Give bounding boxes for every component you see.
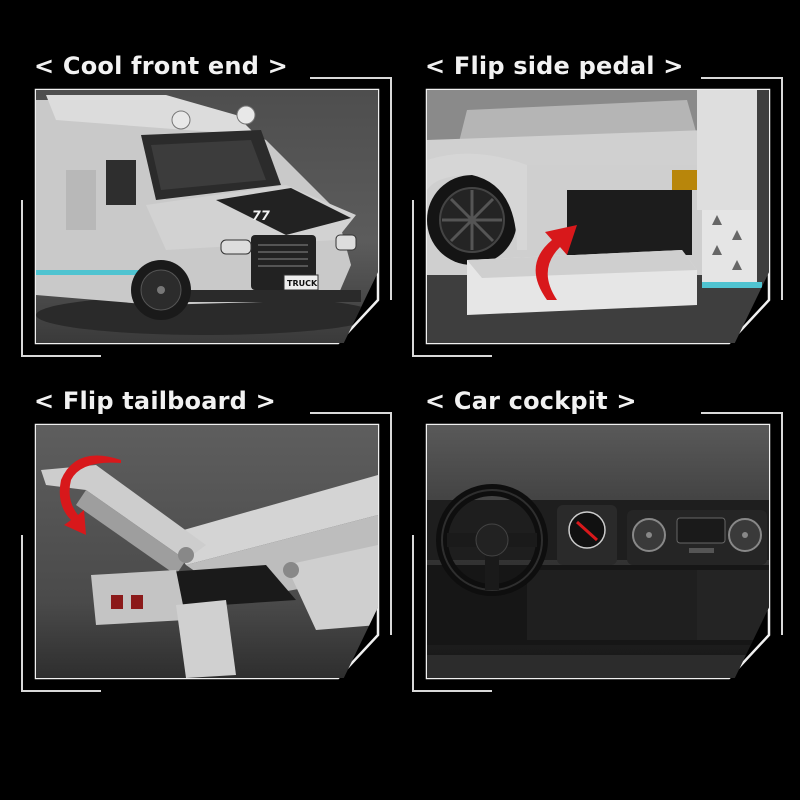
svg-text:TRUCK: TRUCK — [287, 279, 318, 288]
cockpit-photo — [427, 425, 769, 678]
cockpit-illustration — [427, 484, 769, 678]
side-pedal-photo — [427, 90, 769, 343]
tailboard-photo — [36, 425, 378, 678]
svg-text:77: 77 — [250, 209, 271, 224]
title-text: Flip tailboard — [62, 387, 248, 415]
panel-side-pedal: < Flip side pedal > — [391, 0, 791, 360]
panel-tailboard: < Flip tailboard > — [0, 335, 400, 695]
truck-front-photo: 77 TRUCK — [36, 90, 378, 343]
panel-title: < Car cockpit > — [425, 387, 637, 415]
panel-cockpit: < Car cockpit > — [391, 335, 791, 695]
panel-title: < Cool front end > — [34, 52, 288, 80]
title-text: Car cockpit — [453, 387, 608, 415]
panel-front-end: < Cool front end > 77 — [0, 0, 400, 360]
panel-title: < Flip tailboard > — [34, 387, 276, 415]
title-text: Cool front end — [62, 52, 260, 80]
title-text: Flip side pedal — [453, 52, 655, 80]
panel-title: < Flip side pedal > — [425, 52, 684, 80]
side-pedal-illustration — [427, 90, 762, 315]
tailboard-illustration — [41, 455, 378, 678]
truck-front-illustration: 77 TRUCK — [36, 95, 376, 335]
